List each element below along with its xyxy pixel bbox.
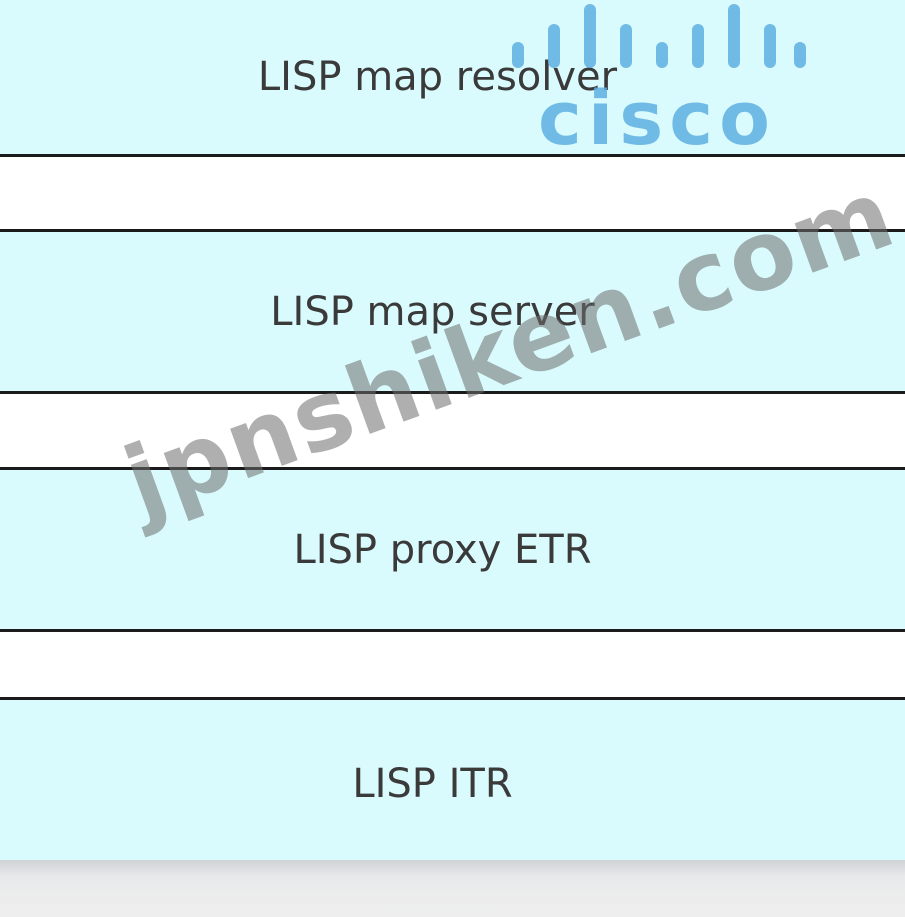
option-lisp-map-resolver[interactable]: LISP map resolver: [0, 0, 905, 157]
option-label: LISP proxy ETR: [293, 526, 592, 573]
option-label: LISP map server: [270, 288, 595, 335]
bottom-scroll-strip: [0, 860, 905, 917]
option-lisp-map-server[interactable]: LISP map server: [0, 229, 905, 394]
option-lisp-itr[interactable]: LISP ITR: [0, 697, 905, 860]
option-lisp-proxy-etr[interactable]: LISP proxy ETR: [0, 467, 905, 632]
option-label: LISP map resolver: [257, 54, 618, 100]
option-label: LISP ITR: [352, 761, 513, 807]
